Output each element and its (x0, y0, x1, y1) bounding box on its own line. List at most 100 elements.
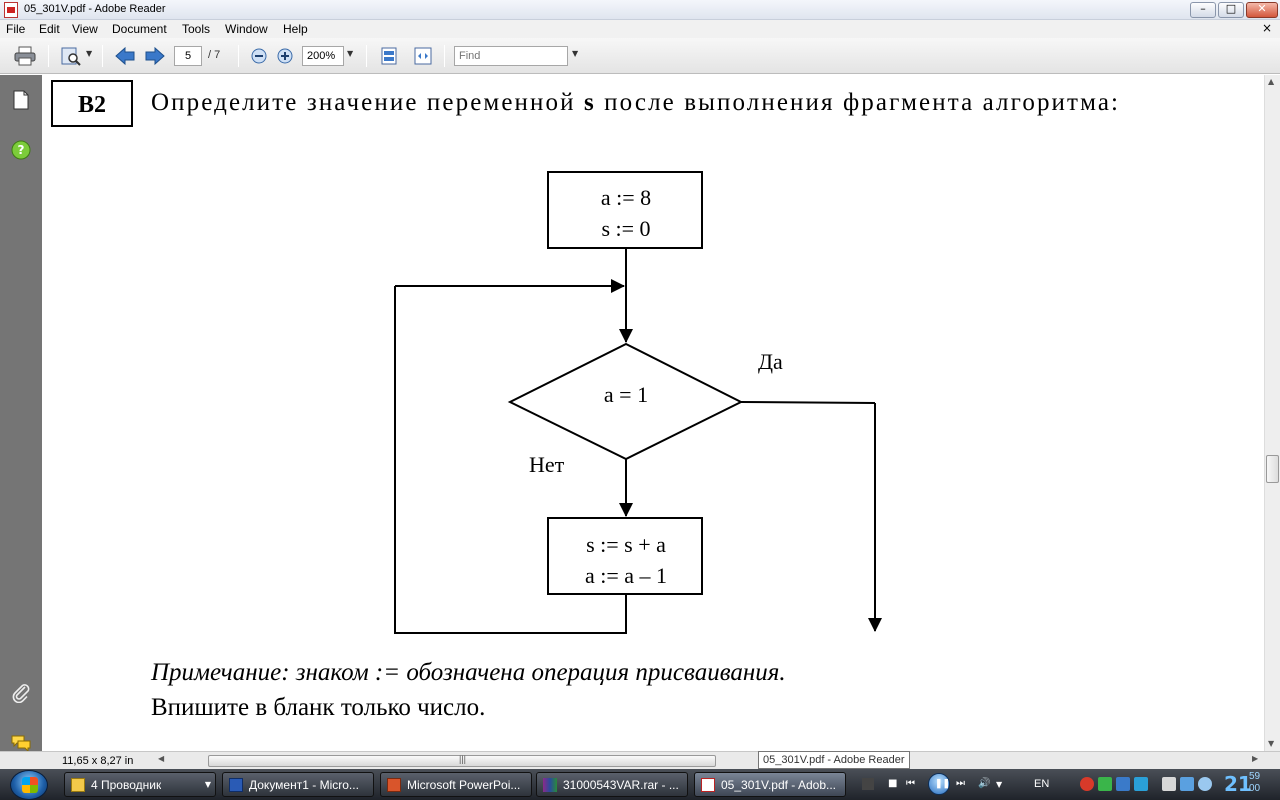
volume-icon[interactable]: 🔊 (978, 778, 991, 789)
svg-text:?: ? (18, 143, 25, 157)
powerpoint-icon (387, 778, 401, 792)
pause-icon: ❚❚ (935, 778, 951, 788)
network-tray-icon[interactable] (1116, 777, 1130, 791)
folder-icon (71, 778, 85, 792)
question-line-1: Определите значение переменной s после в… (151, 89, 1118, 116)
window-title: 05_301V.pdf - Adobe Reader (24, 3, 166, 15)
task-label-box (51, 80, 133, 127)
language-indicator[interactable]: EN (1034, 778, 1050, 790)
fit-page-icon[interactable] (378, 46, 400, 66)
page-content: B2 Определите значение переменной s посл… (51, 80, 1118, 721)
clock-hour: 21 (1224, 772, 1252, 796)
zoom-input[interactable] (302, 46, 344, 66)
horizontal-scroll-thumb[interactable]: ||| (208, 754, 716, 767)
scroll-up-icon[interactable]: ▲ (1268, 77, 1275, 86)
minimize-button[interactable]: – (1190, 2, 1216, 18)
menu-view[interactable]: View (72, 22, 98, 36)
page-total: / 7 (208, 49, 221, 61)
close-icon: ✕ (1257, 2, 1267, 15)
yes-branch-line (740, 401, 876, 404)
attachments-icon[interactable] (10, 681, 32, 704)
play-pause-button[interactable]: ❚❚ (928, 773, 950, 795)
init-block (547, 171, 703, 249)
task-adobe-reader[interactable]: 05_301V.pdf - Adob... (694, 772, 846, 797)
note-text: Примечание: знаком := обозначена операци… (150, 659, 786, 686)
menu-window[interactable]: Window (225, 22, 268, 36)
adobe-reader-icon (4, 2, 18, 18)
task-powerpoint[interactable]: Microsoft PowerPoi... (380, 772, 532, 797)
search-doc-icon[interactable] (60, 46, 82, 66)
instruction-text: Впишите в бланк только число. (151, 694, 485, 721)
document-view[interactable]: B2 Определите значение переменной s посл… (42, 75, 1264, 751)
check-tray-icon[interactable] (1098, 777, 1112, 791)
maximize-icon: □ (1225, 2, 1237, 15)
init-line-2: s := 0 (601, 216, 650, 241)
next-track-icon[interactable]: ⏭ (956, 778, 965, 789)
close-document-icon[interactable]: × (1261, 21, 1272, 35)
display-tray-icon[interactable] (1134, 777, 1148, 791)
scroll-left-icon[interactable]: ◀ (158, 754, 165, 763)
menu-document[interactable]: Document (112, 22, 167, 36)
toolbar-separator (366, 45, 367, 67)
scroll-down-icon[interactable]: ▼ (1268, 739, 1275, 748)
task-dropdown-icon[interactable]: ▼ (204, 780, 211, 789)
toolbar-separator (48, 45, 49, 67)
help-icon[interactable]: ? (10, 139, 32, 161)
pages-icon[interactable] (10, 89, 32, 111)
find-input[interactable] (454, 46, 568, 66)
menu-edit[interactable]: Edit (39, 22, 60, 36)
next-page-icon[interactable] (144, 46, 166, 66)
zoom-out-icon[interactable] (248, 46, 270, 66)
volume-dropdown-icon[interactable]: ▼ (996, 780, 1003, 789)
speaker-tray-icon[interactable] (1198, 777, 1212, 791)
status-bar: 11,65 x 8,27 in ◀ ||| ▶ (0, 751, 1280, 769)
menu-tools[interactable]: Tools (182, 22, 211, 36)
toolbar: ▼ / 7 ▼ ▼ (0, 38, 1280, 74)
body-line-1: s := s + a (586, 532, 666, 557)
vertical-scroll-thumb[interactable] (1266, 455, 1279, 483)
word-icon (229, 778, 243, 792)
toolbar-separator (102, 45, 103, 67)
loop-back-line (394, 286, 627, 634)
init-line-1: a := 8 (601, 185, 651, 210)
task-winrar[interactable]: 31000543VAR.rar - ... (536, 772, 688, 797)
close-button[interactable]: ✕ (1246, 2, 1278, 18)
zoom-dropdown-icon[interactable]: ▼ (347, 49, 354, 58)
fit-width-icon[interactable] (412, 46, 434, 66)
zoom-in-icon[interactable] (274, 46, 296, 66)
security-tray-icon[interactable] (1080, 777, 1094, 791)
body-block (547, 517, 703, 595)
toolbar-separator (238, 45, 239, 67)
toolbar-separator (444, 45, 445, 67)
stop-icon[interactable]: ■ (888, 778, 898, 789)
task-explorer[interactable]: 4 Проводник ▼ (64, 772, 216, 797)
condition-text: a = 1 (604, 382, 648, 407)
pdf-page: B2 Определите значение переменной s посл… (42, 75, 1264, 751)
variable-s: s (584, 89, 594, 116)
previous-track-icon[interactable]: ⏮ (906, 778, 915, 789)
clock-minute: 59 (1249, 771, 1261, 782)
start-button[interactable] (10, 770, 48, 800)
find-dropdown-icon[interactable]: ▼ (572, 49, 579, 58)
winrar-icon (543, 778, 557, 792)
horizontal-scrollbar[interactable]: ◀ ||| ▶ (158, 754, 1266, 768)
search-dropdown-icon[interactable]: ▼ (86, 49, 93, 58)
menu-file[interactable]: File (6, 22, 26, 36)
prev-page-icon[interactable] (114, 46, 136, 66)
page-number-input[interactable] (174, 46, 202, 66)
menu-bar: File Edit View Document Tools Window Hel… (0, 20, 1280, 38)
vertical-scrollbar[interactable]: ▲ ▼ (1264, 75, 1280, 751)
task-word[interactable]: Документ1 - Micro... (222, 772, 374, 797)
scroll-right-icon[interactable]: ▶ (1252, 754, 1259, 763)
title-bar: 05_301V.pdf - Adobe Reader – □ ✕ (0, 0, 1280, 20)
comments-icon[interactable] (10, 733, 32, 755)
menu-help[interactable]: Help (283, 22, 308, 36)
maximize-button[interactable]: □ (1218, 2, 1244, 18)
pdf-icon (701, 778, 715, 792)
flowchart (394, 171, 882, 634)
media-menu-icon[interactable] (862, 778, 874, 790)
scroll-grip-icon: ||| (459, 754, 467, 764)
device-tray-icon[interactable] (1162, 777, 1176, 791)
monitor-tray-icon[interactable] (1180, 777, 1194, 791)
print-icon[interactable] (14, 46, 36, 66)
